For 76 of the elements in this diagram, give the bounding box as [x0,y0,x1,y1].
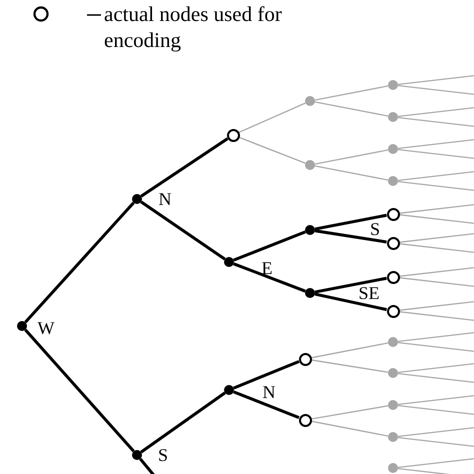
branch-line [398,394,474,406]
branch-line [399,214,474,225]
dot-node [388,432,398,442]
tree-edge [314,292,387,312]
tree-edge [238,136,306,164]
tree-edge [140,392,226,454]
tree-edge [314,229,387,244]
tree-edge [233,262,306,293]
tree-edge [311,405,388,420]
node-label: S [158,446,168,464]
branch-line [398,170,474,182]
branch-line [398,180,474,192]
dot-node [388,337,398,347]
dot-node [305,160,315,170]
open-circle-node [386,236,400,250]
branch-line [398,372,474,384]
branch-line [399,203,474,214]
tree-edge [233,390,300,419]
node-label: N [262,383,276,401]
dot-node [305,225,315,235]
branch-line [399,277,474,288]
dot-node [305,288,315,298]
branch-line [398,436,474,448]
tree-edge [311,420,388,437]
branch-line [398,342,474,353]
open-circle-node [386,270,400,284]
dot-node [388,112,398,122]
tree-edge [314,276,387,294]
branch-label: S [370,220,380,238]
dot-node [388,144,398,154]
tree-edge [314,101,388,117]
branch-line [398,116,474,128]
branch-line [398,426,474,438]
tree-edge [233,360,300,390]
dot-node [305,96,315,106]
branch-line [398,148,474,160]
branch-line [398,84,474,96]
tree-edge [314,214,387,231]
branch-line [399,232,474,243]
open-circle-node [386,208,400,220]
branch-line [398,331,474,342]
node-label: E [262,259,272,277]
branch-line [398,457,474,468]
node-label: W [38,319,54,337]
branch-line [398,362,474,374]
tree-edge [314,85,388,101]
tree-edge [140,137,228,198]
open-circle-node [386,304,400,318]
dot-node [388,463,398,473]
branch-line [399,311,474,322]
tree-edge [238,102,306,133]
tree-edge [233,230,306,262]
branch-line [399,243,474,254]
tree-edge [311,359,388,373]
open-circle-node [226,128,240,142]
branch-line [398,404,474,416]
dot-node [388,80,398,90]
tree-edge [314,149,388,165]
open-circle-node [298,352,312,366]
branch-label: SE [358,284,380,302]
tree-edge [140,200,226,260]
tree-edge [24,328,135,452]
open-circle-node [298,414,312,426]
node-label: N [158,190,172,208]
tree-edge [311,342,388,358]
branch-line [399,300,474,311]
tree-edge [24,202,135,324]
tree-edge [314,165,388,181]
branch-line [398,74,474,86]
dot-node [388,400,398,410]
legend-text: actual nodes used for encoding [104,1,283,53]
branch-line [398,106,474,118]
branch-line [399,266,474,277]
dot-node [388,176,398,186]
branch-line [398,138,474,150]
dot-node [388,368,398,378]
